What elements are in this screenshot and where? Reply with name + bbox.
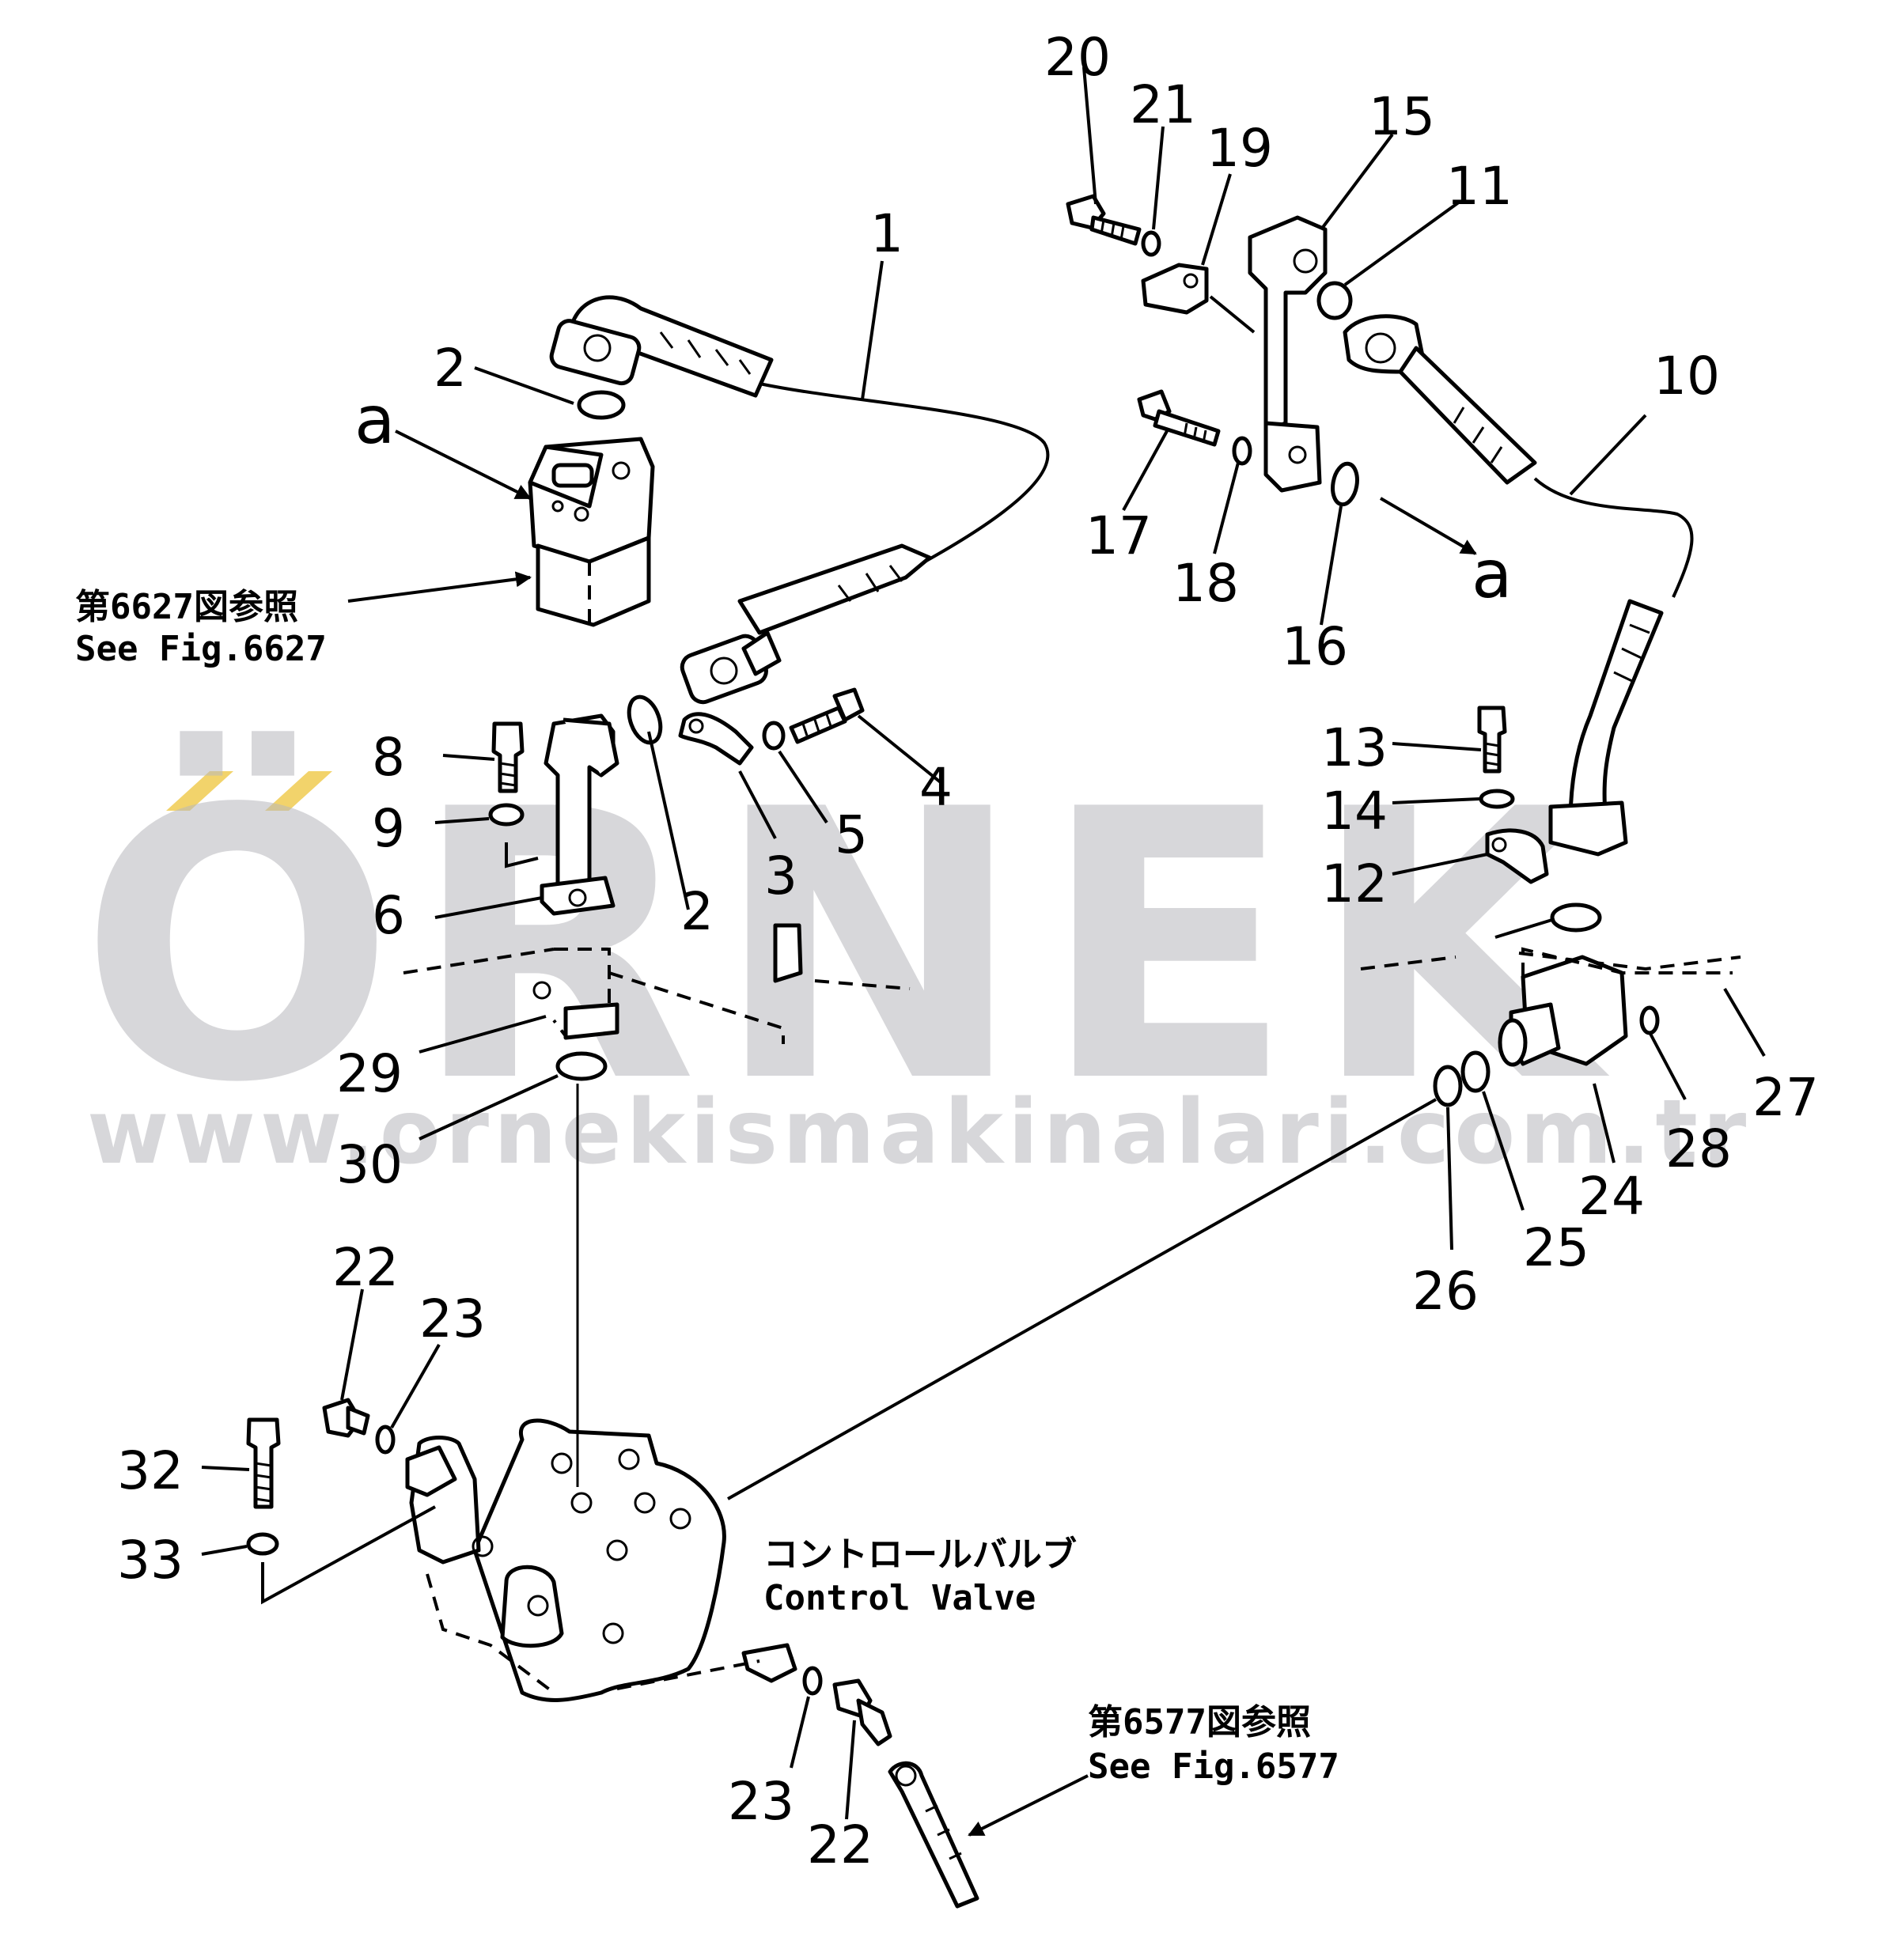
clamp-19 xyxy=(1141,263,1209,315)
label-part-24: 24 xyxy=(1578,1166,1645,1227)
fitting-22-lower xyxy=(832,1678,892,1746)
label-part-23-upper: 23 xyxy=(419,1288,486,1349)
label-part-2: 2 xyxy=(434,338,467,399)
label-part-5: 5 xyxy=(835,804,868,865)
hose-1 xyxy=(549,295,1050,705)
bolt-4 xyxy=(789,687,865,744)
bolt-13 xyxy=(1477,706,1507,774)
bolt-32-leader xyxy=(261,1505,436,1605)
label-part-33: 33 xyxy=(117,1530,184,1591)
label-part-32: 32 xyxy=(117,1440,184,1501)
o-ring-25 xyxy=(1460,1050,1491,1093)
label-part-9: 9 xyxy=(372,798,405,859)
label-part-21: 21 xyxy=(1130,74,1196,135)
label-part-18: 18 xyxy=(1172,553,1239,614)
label-part-16: 16 xyxy=(1282,616,1348,677)
o-ring-23-upper xyxy=(375,1425,396,1455)
label-part-6: 6 xyxy=(372,885,405,946)
washer-14 xyxy=(1479,789,1515,809)
watermark-url: www.ornekismakinalari.com.tr xyxy=(87,1081,1751,1184)
part-28 xyxy=(1639,1005,1660,1035)
clamp-3 xyxy=(678,712,754,766)
clamp-12 xyxy=(1485,828,1549,884)
label-part-14: 14 xyxy=(1321,781,1388,842)
o-ring-23-lower xyxy=(802,1666,823,1696)
control-valve-caption-jp: コントロールバルブ xyxy=(763,1534,1077,1575)
watermark-umlaut-left xyxy=(166,771,233,811)
view-marker-a-right: a xyxy=(1472,535,1512,613)
view-marker-a-left: a xyxy=(354,381,395,459)
part-number-labels: 1 2 2 3 4 5 6 8 9 10 11 12 13 14 15 16 1… xyxy=(117,27,1819,1875)
block-24 xyxy=(1360,947,1741,1067)
leader-lines xyxy=(201,66,1766,1837)
o-ring-30 xyxy=(555,1051,608,1081)
label-part-19: 19 xyxy=(1206,118,1273,179)
fitting-29 xyxy=(403,923,911,1044)
reference-upper-left: 第6627図参照 See Fig.6627 xyxy=(75,587,327,669)
reference-lower-right-jp: 第6577図参照 xyxy=(1088,1702,1311,1742)
o-ring-2 xyxy=(577,390,626,420)
hose-lower xyxy=(888,1761,979,1909)
washer-21 xyxy=(1141,230,1161,257)
control-valve-caption: コントロールバルブ Control Valve xyxy=(763,1534,1077,1618)
watermark: ÖRNEK www.ornekismakinalari.com.tr xyxy=(79,727,1751,1184)
label-part-1: 1 xyxy=(870,203,903,264)
label-part-8: 8 xyxy=(372,727,405,788)
label-part-26: 26 xyxy=(1412,1261,1479,1322)
connect-line-26 xyxy=(727,1098,1437,1500)
label-part-13: 13 xyxy=(1321,717,1388,778)
fitting-22-upper xyxy=(322,1398,370,1438)
label-part-23-lower: 23 xyxy=(728,1771,794,1832)
o-ring-26 xyxy=(1433,1065,1463,1107)
o-ring-2b xyxy=(627,694,663,745)
bolt-8 xyxy=(491,721,525,793)
hose-10 xyxy=(1343,314,1694,857)
label-part-22-upper: 22 xyxy=(332,1237,399,1298)
reference-upper-left-jp: 第6627図参照 xyxy=(75,587,298,627)
label-part-30: 30 xyxy=(336,1134,403,1195)
watermark-brand: ÖRNEK xyxy=(79,727,1614,1164)
label-part-10: 10 xyxy=(1653,346,1720,407)
o-ring-right xyxy=(1550,902,1602,933)
bolt-17 xyxy=(1137,389,1221,447)
watermark-umlaut-right xyxy=(265,771,332,811)
control-valve-body xyxy=(405,1418,797,1702)
valve-block-a xyxy=(528,437,655,627)
reference-lower-right: 第6577図参照 See Fig.6577 xyxy=(1088,1702,1339,1787)
washer-33 xyxy=(246,1532,279,1556)
control-valve-caption-en: Control Valve xyxy=(763,1578,1036,1618)
o-ring-16 xyxy=(1331,461,1359,507)
bolt-20 xyxy=(1066,194,1142,246)
label-part-3: 3 xyxy=(764,846,797,906)
label-part-17: 17 xyxy=(1085,505,1152,566)
washer-18 xyxy=(1232,436,1252,466)
reference-lower-right-en: See Fig.6577 xyxy=(1088,1746,1339,1787)
label-part-15: 15 xyxy=(1369,86,1435,147)
reference-upper-left-en: See Fig.6627 xyxy=(75,629,327,669)
washer-5 xyxy=(762,721,786,751)
pipe-15 xyxy=(1248,215,1328,493)
o-ring-11 xyxy=(1316,281,1353,320)
label-part-27: 27 xyxy=(1752,1067,1819,1128)
pipe-6 xyxy=(505,713,619,916)
bolt-32 xyxy=(246,1417,281,1509)
label-part-12: 12 xyxy=(1321,853,1388,914)
label-part-29: 29 xyxy=(336,1043,403,1104)
label-part-11: 11 xyxy=(1446,156,1513,217)
label-part-22-lower: 22 xyxy=(807,1814,873,1875)
label-part-4: 4 xyxy=(919,757,953,818)
washer-9 xyxy=(488,803,525,827)
label-part-20: 20 xyxy=(1044,27,1111,88)
label-part-2b: 2 xyxy=(680,881,714,942)
label-part-25: 25 xyxy=(1523,1217,1589,1278)
label-part-28: 28 xyxy=(1665,1118,1732,1179)
